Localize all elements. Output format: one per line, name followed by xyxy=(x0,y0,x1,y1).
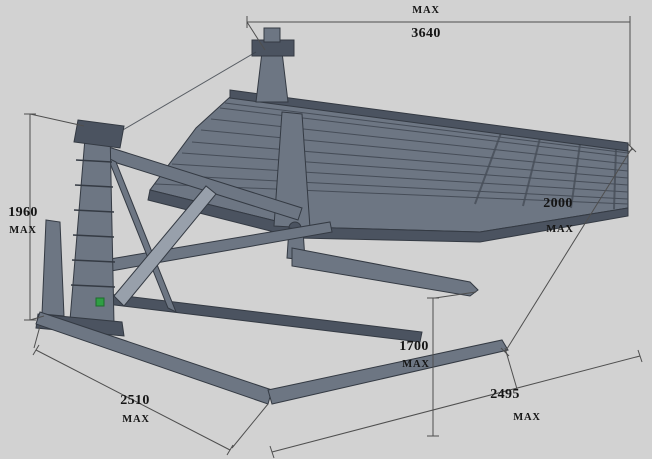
hydraulic-cylinder xyxy=(113,185,217,307)
dim-top-max-label: MAX xyxy=(412,5,440,16)
dim-top-value: 3640 xyxy=(411,26,441,41)
dim-bottom-left-max: MAX xyxy=(122,414,150,425)
indicator-light xyxy=(95,297,105,307)
deck-rear-rim xyxy=(229,89,629,152)
mast xyxy=(251,27,295,103)
dim-right-max-label: MAX xyxy=(546,224,574,235)
dim-right-value: 2000 xyxy=(543,196,573,211)
lift-arm-right xyxy=(291,247,479,297)
dim-bottom-right-max: MAX xyxy=(513,412,541,423)
base-rail-right xyxy=(267,339,509,405)
lift-cable xyxy=(115,51,257,135)
dimension-lines xyxy=(24,16,643,459)
dim-bottom-right-value: 2495 xyxy=(490,387,520,402)
dim-left-value: 1960 xyxy=(8,205,38,220)
platform-deck xyxy=(147,89,629,243)
dim-bottom-left-value: 2510 xyxy=(120,393,150,408)
support-column xyxy=(35,119,125,337)
dim-center-value: 1700 xyxy=(399,339,429,354)
dim-center-max-label: MAX xyxy=(402,359,430,370)
base-rail-left xyxy=(35,311,273,405)
base-rail-rear xyxy=(105,293,423,343)
secondary-post xyxy=(41,219,65,317)
dim-left-max-label: MAX xyxy=(9,225,37,236)
